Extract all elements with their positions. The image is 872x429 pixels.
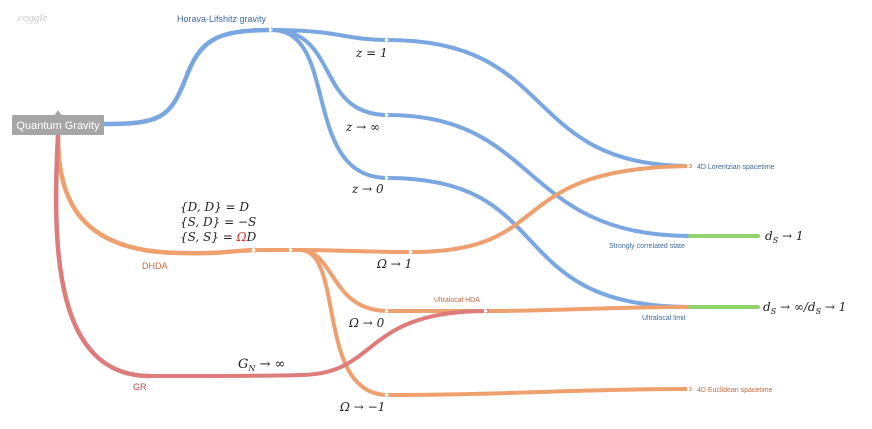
branch-line-gr xyxy=(53,133,153,379)
algebra-ss-lhs: {S, S} = xyxy=(180,230,237,244)
strongly-correlated-label[interactable]: Strongly correlated state xyxy=(609,243,685,250)
line-omega-minus1 xyxy=(298,248,390,397)
result-dsinf[interactable]: dS → ∞/dS → 1 xyxy=(763,300,846,316)
z1-label[interactable]: z = 1 xyxy=(355,46,388,60)
node-marker-icon xyxy=(385,175,389,181)
algebra-ss-d: D xyxy=(246,230,257,244)
node-marker-icon xyxy=(409,249,413,255)
node-marker-icon xyxy=(385,308,389,314)
line-zinf xyxy=(270,28,390,117)
ultralocal-limit-label[interactable]: Ultralocal limit xyxy=(642,315,686,322)
root-node-pointer xyxy=(54,110,62,116)
dhda-label[interactable]: DHDA xyxy=(142,261,168,271)
line-omega-minus1-to-euclidean xyxy=(386,387,692,397)
node-marker-icon xyxy=(289,247,293,253)
line-z1-to-lorentzian xyxy=(386,38,692,168)
z0-label[interactable]: z → 0 xyxy=(351,182,384,196)
algebra-ss: {S, S} = ΩD xyxy=(180,230,257,244)
coggle-logo: coggle xyxy=(18,12,47,24)
zinf-label[interactable]: z → ∞ xyxy=(345,120,380,134)
line-zinf-to-strong xyxy=(386,113,692,238)
lorentzian-label[interactable]: 4D Lorentzian spacetime xyxy=(697,164,775,171)
horava-label[interactable]: Horava-Lifshitz gravity xyxy=(177,14,267,24)
line-hda-to-ultralocal xyxy=(485,305,692,313)
gn-label[interactable]: GN → ∞ xyxy=(238,357,285,373)
line-omega1-to-lorentzian xyxy=(410,164,692,254)
node-marker-icon xyxy=(269,27,273,33)
line-z1 xyxy=(270,28,390,42)
algebra-sd: {S, D} = −S xyxy=(180,215,256,229)
line-z0-to-ultralocal xyxy=(386,176,692,309)
root-node-label: Quantum Gravity xyxy=(16,120,100,132)
algebra-dd: {D, D} = D xyxy=(180,200,249,214)
line-gn xyxy=(148,373,302,378)
line-omega1 xyxy=(298,248,414,254)
result-ds1[interactable]: dS → 1 xyxy=(765,229,804,245)
omega0-label[interactable]: Ω → 0 xyxy=(348,316,385,330)
algebra-ss-omega: Ω xyxy=(236,230,247,244)
root-node[interactable]: Quantum Gravity xyxy=(12,110,104,135)
omega1-label[interactable]: Ω → 1 xyxy=(376,257,412,271)
branch-line-horava xyxy=(101,27,275,127)
node-marker-icon xyxy=(385,392,389,398)
node-marker-icon xyxy=(484,308,488,314)
line-omega0 xyxy=(298,248,390,313)
euclidean-label[interactable]: 4D Euclidean spacetime xyxy=(697,387,773,394)
omega-minus1-label[interactable]: Ω → −1 xyxy=(339,400,385,414)
line-z0 xyxy=(270,28,390,180)
node-marker-icon xyxy=(385,112,389,118)
ultralocal-hda-label[interactable]: Ultralocal HDA xyxy=(434,297,480,304)
node-marker-icon xyxy=(385,37,389,43)
root-node-box xyxy=(12,115,104,135)
line-gn-to-hda xyxy=(298,309,489,377)
branch-line-dhda xyxy=(55,133,258,256)
node-marker-icon xyxy=(687,386,691,392)
node-marker-icon xyxy=(687,163,691,169)
gr-label[interactable]: GR xyxy=(133,382,147,392)
node-marker-icon xyxy=(252,247,256,253)
